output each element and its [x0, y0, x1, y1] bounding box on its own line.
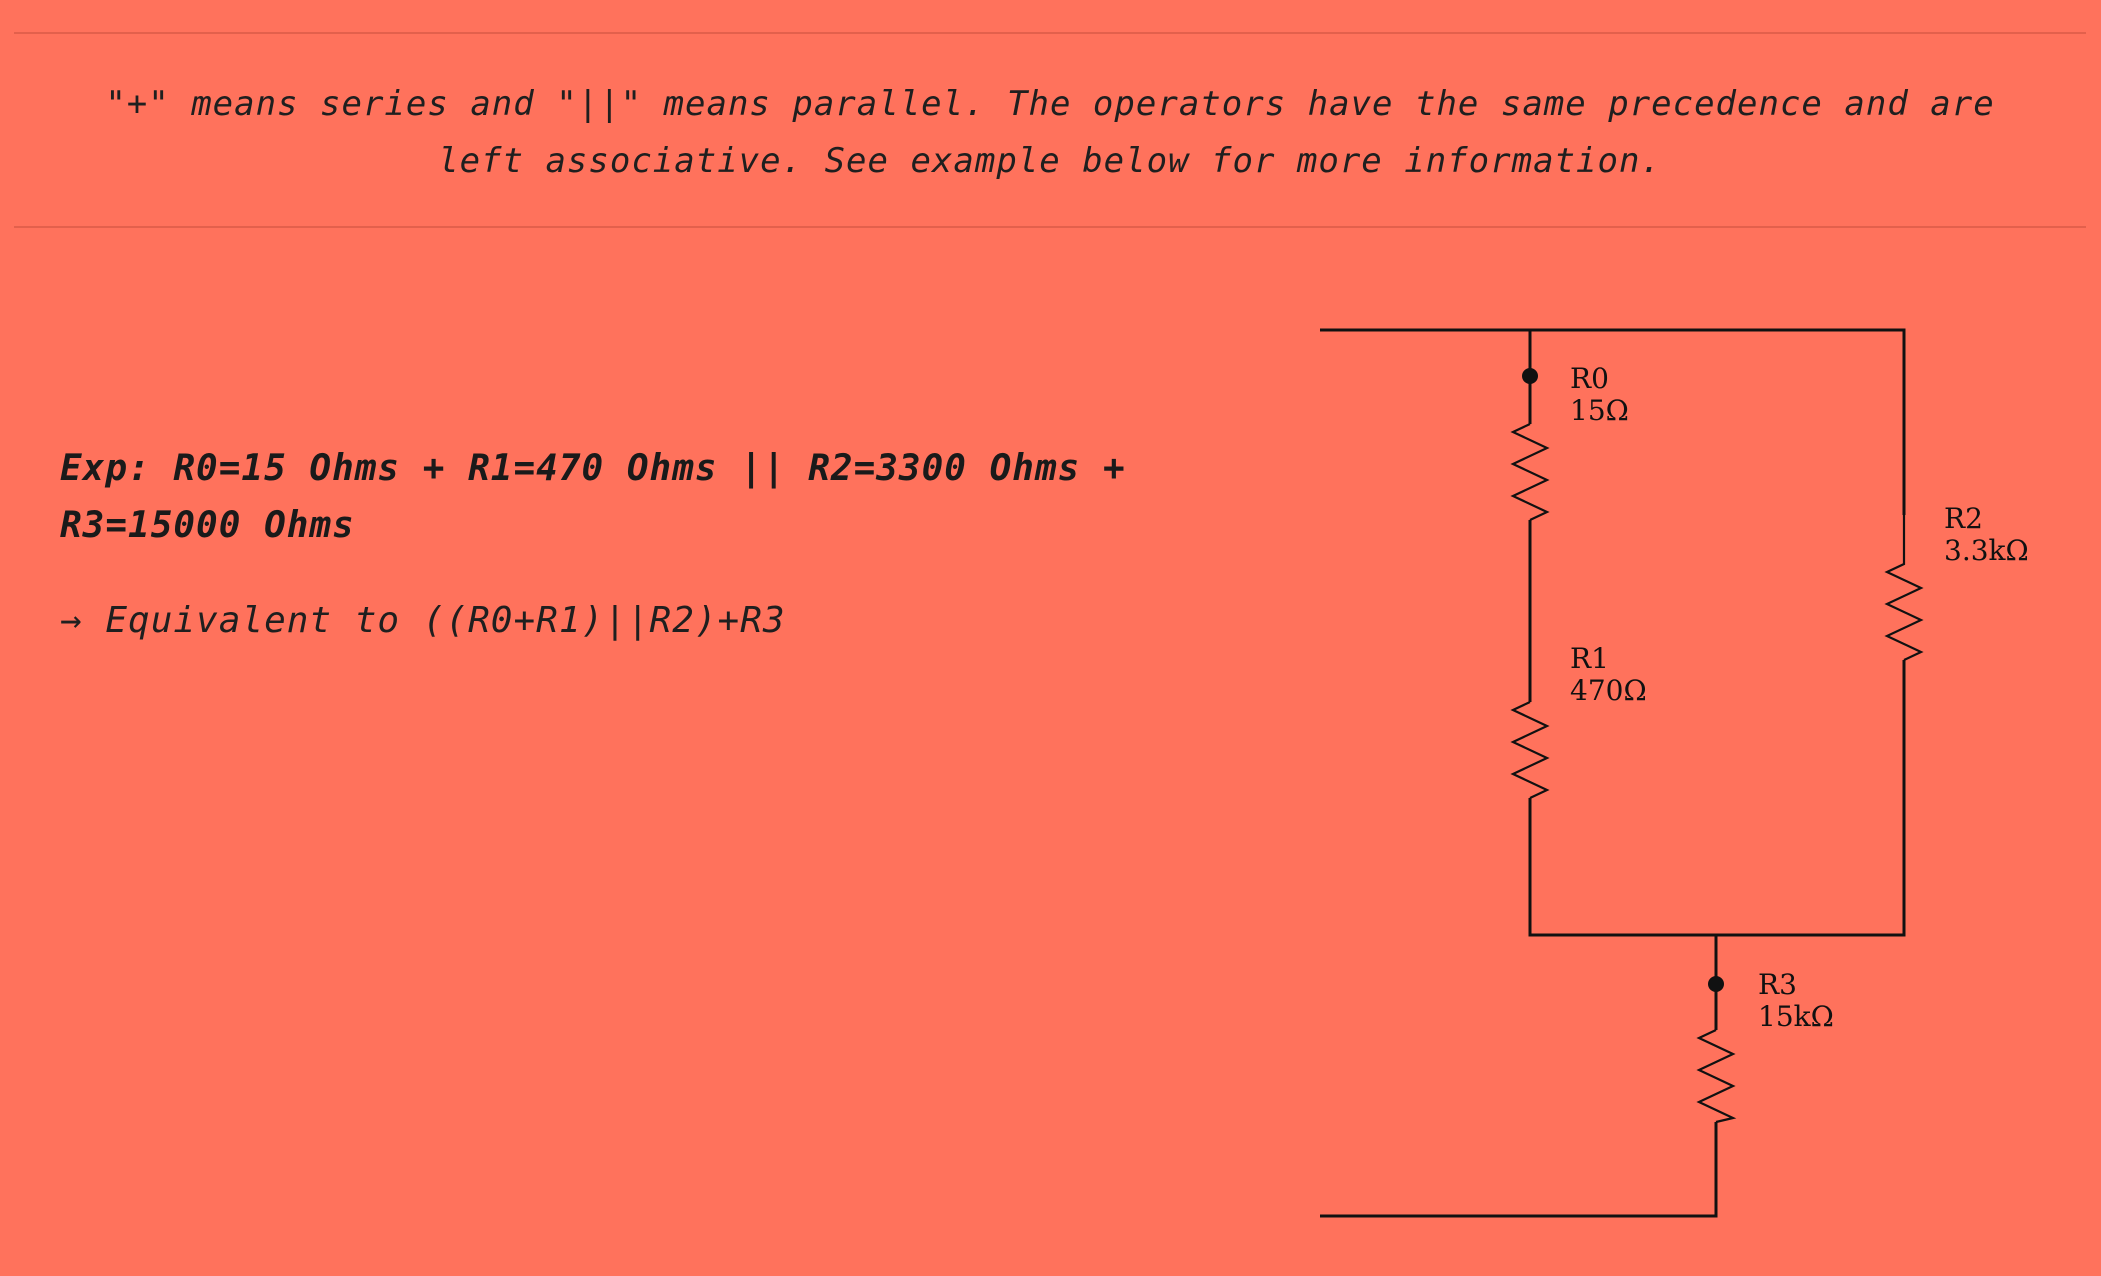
top-wire: [1320, 328, 1906, 515]
r2-value-label: 3.3kΩ: [1944, 534, 2029, 567]
r0-value-label: 15Ω: [1570, 394, 1629, 427]
r0-name-label: R0: [1570, 362, 1609, 395]
bottom-divider: [14, 226, 2086, 228]
bottom-wire: [1320, 1122, 1718, 1218]
r0-node: [1522, 368, 1538, 384]
r3-resistor: [1696, 1029, 1737, 1124]
r2-name-label: R2: [1944, 502, 1983, 535]
operator-description-line-2: left associative. See example below for …: [438, 141, 1662, 181]
operator-description-line-1: "+" means series and "||" means parallel…: [105, 84, 1995, 124]
example-expression: Exp: R0=15 Ohms + R1=470 Ohms || R2=3300…: [60, 448, 1126, 546]
operator-description: "+" means series and "||" means parallel…: [14, 76, 2086, 190]
r3-value-label: 15kΩ: [1758, 1000, 1834, 1033]
r1-value-label: 470Ω: [1570, 674, 1647, 707]
r1-name-label: R1: [1570, 642, 1609, 675]
top-divider: [14, 32, 2086, 34]
r2-resistor: [1884, 515, 1924, 661]
r3-name-label: R3: [1758, 968, 1797, 1001]
equivalent-expression: → Equivalent to ((R0+R1)||R2)+R3: [60, 600, 786, 641]
r3-node: [1708, 976, 1724, 992]
r0-resistor: [1510, 423, 1550, 521]
r1-resistor: [1510, 701, 1550, 799]
